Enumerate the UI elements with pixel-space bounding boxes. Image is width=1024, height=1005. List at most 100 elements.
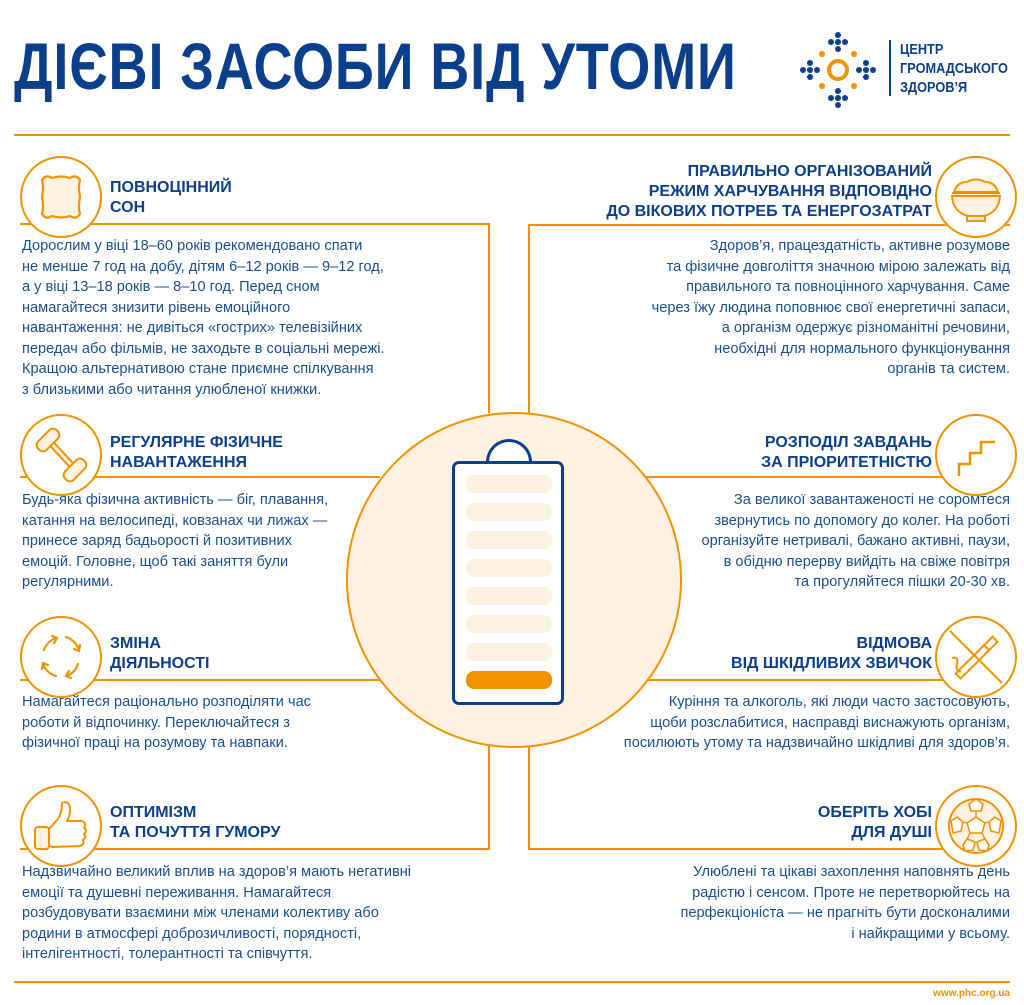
text-line: Улюблені та цікаві захоплення наповнять …	[693, 864, 1010, 880]
text-line: органів та систем.	[887, 361, 1010, 377]
section-text-exercise: Будь-яка фізична активність — біг, плава…	[22, 490, 328, 593]
text-line: правильного та повноцінного харчування. …	[686, 279, 1010, 295]
section-heading-exercise: РЕГУЛЯРНЕ ФІЗИЧНЕ НАВАНТАЖЕННЯ	[110, 433, 283, 473]
divider-line	[640, 679, 1010, 681]
logo-separator	[889, 40, 891, 96]
text-line: навантаження: не дивіться «гострих» теле…	[22, 320, 363, 336]
battery-cell	[466, 587, 552, 605]
heading-line: ВІД ШКІДЛИВИХ ЗВИЧОК	[731, 655, 932, 672]
logo-icon	[798, 30, 878, 110]
divider-line	[20, 476, 380, 478]
heading-line: ОБЕРІТЬ ХОБІ	[817, 804, 932, 821]
text-line: перфекціоніста — не прагніть бути доскон…	[680, 905, 1010, 921]
heading-line: ЗА ПРІОРИТЕТНІСТЮ	[761, 454, 932, 471]
text-line: передач або фільмів, не заходьте в соціа…	[22, 340, 385, 357]
section-heading-activity-change: ЗМІНА ДІЯЛЬНОСТІ	[110, 634, 209, 674]
divider-line	[528, 224, 530, 414]
logo-line: ГРОМАДСЬКОГО	[900, 60, 1008, 77]
text-line: регулярними.	[22, 574, 114, 590]
heading-line: СОН	[110, 199, 146, 216]
battery-cell	[466, 559, 552, 577]
heading-line: ПРАВИЛЬНО ОРГАНІЗОВАНИЙ	[687, 163, 932, 180]
divider-line	[528, 224, 1010, 226]
text-line: Будь-яка фізична активність — біг, плава…	[22, 492, 329, 508]
divider-line	[528, 848, 1010, 850]
battery-cell	[466, 643, 552, 661]
heading-line: ОПТИМІЗМ	[110, 804, 197, 821]
battery-cell	[466, 531, 552, 549]
battery-cell-full	[466, 671, 552, 689]
text-line: а у віці 13–18 років — 8–10 год. Перед с…	[22, 279, 320, 295]
text-line: родини в атмосфері доброзичливості, поря…	[22, 925, 362, 942]
heading-line: ДІЯЛЬНОСТІ	[110, 655, 210, 672]
text-line: з близькими або читання улюбленої книжки…	[22, 381, 322, 398]
heading-line: ТА ПОЧУТТЯ ГУМОРУ	[110, 824, 281, 841]
text-line: фізичної праці на розумову та навпаки.	[22, 735, 288, 751]
text-line: а організм одержує різноманітні речовини…	[721, 320, 1010, 336]
text-line: Куріння та алкоголь, які люди часто заст…	[668, 694, 1010, 710]
heading-line: РОЗПОДІЛ ЗАВДАНЬ	[764, 434, 932, 451]
section-text-bad-habits: Куріння та алкоголь, які люди часто заст…	[624, 692, 1010, 754]
footer-url-link[interactable]: www.phc.org.ua	[933, 988, 1010, 999]
divider-line	[528, 740, 530, 850]
section-heading-priorities: РОЗПОДІЛ ЗАВДАНЬ ЗА ПРІОРИТЕТНІСТЮ	[761, 433, 932, 473]
section-heading-optimism: ОПТИМІЗМ ТА ПОЧУТТЯ ГУМОРУ	[110, 803, 280, 843]
text-line: емоції та душевні переживання. Намагайте…	[22, 884, 332, 901]
text-line: радістю і сенсом. Проте не перетворюйтес…	[692, 884, 1010, 901]
heading-line: ДЛЯ ДУШІ	[851, 824, 932, 841]
divider-line	[20, 848, 490, 850]
logo-text: ЦЕНТР ГРОМАДСЬКОГО ЗДОРОВ’Я	[900, 40, 1008, 97]
text-line: звернутись по допомогу до колег. На робо…	[714, 512, 1010, 529]
section-text-nutrition: Здоров’я, працездатність, активне розумо…	[652, 236, 1010, 380]
text-line: катання на велосипеді, ковзанах чи лижах…	[22, 512, 328, 529]
text-line: Здоров’я, працездатність, активне розумо…	[709, 238, 1010, 254]
section-heading-sleep: ПОВНОЦІННИЙ СОН	[110, 178, 232, 218]
divider-line	[20, 223, 490, 225]
text-line: За великої завантаженості не соромтеся	[733, 492, 1010, 508]
battery-cell	[466, 615, 552, 633]
battery-cell	[466, 503, 552, 521]
divider-line	[488, 223, 490, 413]
text-line: Намагайтеся раціонально розподіляти час	[22, 694, 311, 710]
section-heading-hobby: ОБЕРІТЬ ХОБІ ДЛЯ ДУШІ	[818, 803, 932, 843]
stairs-icon	[935, 414, 1017, 496]
divider-line	[488, 740, 490, 850]
logo-line: ЗДОРОВ’Я	[900, 79, 968, 96]
cycle-arrows-icon	[20, 616, 102, 698]
no-smoking-icon	[935, 616, 1017, 698]
dumbbell-icon	[20, 414, 102, 496]
divider-line	[640, 476, 1010, 478]
text-line: емоцій. Головне, щоб такі заняття були	[22, 553, 289, 570]
text-line: та прогуляйтеся пішки 20-30 хв.	[794, 574, 1010, 590]
text-line: не менше 7 год на добу, дітям 6–12 років…	[22, 258, 384, 275]
logo-line: ЦЕНТР	[900, 41, 944, 58]
text-line: роботи й відпочинку. Переключайтеся з	[22, 714, 290, 731]
text-line: Кращою альтернативою стане приємне спілк…	[22, 361, 374, 377]
heading-line: НАВАНТАЖЕННЯ	[110, 454, 248, 471]
text-line: інтелігентності, толерантності та співчу…	[22, 946, 313, 962]
heading-line: РЕГУЛЯРНЕ ФІЗИЧНЕ	[110, 434, 283, 451]
food-bowl-icon	[935, 156, 1017, 238]
page-title: ДІЄВІ ЗАСОБИ ВІД УТОМИ	[14, 29, 737, 103]
top-divider	[14, 134, 1010, 136]
section-text-priorities: За великої завантаженості не соромтеся з…	[702, 490, 1011, 593]
text-line: розбудовувати взаємини між членами колек…	[22, 905, 379, 921]
battery-cell	[466, 475, 552, 493]
text-line: намагайтеся знизити рівень емоційного	[22, 299, 291, 316]
divider-line	[20, 679, 380, 681]
text-line: принесе заряд бадьорості й позитивних	[22, 533, 292, 549]
text-line: через їжу людина поповнює свої енергетич…	[651, 299, 1010, 316]
heading-line: ДО ВІКОВИХ ПОТРЕБ ТА ЕНЕРГОЗАТРАТ	[606, 203, 932, 220]
section-heading-bad-habits: ВІДМОВА ВІД ШКІДЛИВИХ ЗВИЧОК	[731, 634, 932, 674]
section-text-hobby: Улюблені та цікаві захоплення наповнять …	[681, 862, 1010, 944]
soccer-ball-icon	[935, 785, 1017, 867]
text-line: в обідню перерву вийдіть на свіже повітр…	[723, 553, 1010, 570]
text-line: щоби розслабитися, насправді виснажують …	[650, 714, 1010, 731]
heading-line: ВІДМОВА	[856, 635, 932, 652]
text-line: необхідні для нормального функціонування	[714, 340, 1010, 357]
bottom-divider	[14, 981, 1010, 983]
text-line: організуйте нетривалі, бажано активні, п…	[701, 533, 1011, 549]
text-line: Дорослим у віці 18–60 років рекомендован…	[22, 238, 363, 254]
heading-line: РЕЖИМ ХАРЧУВАННЯ ВІДПОВІДНО	[648, 183, 932, 200]
text-line: і найкращими у всьому.	[851, 925, 1010, 942]
